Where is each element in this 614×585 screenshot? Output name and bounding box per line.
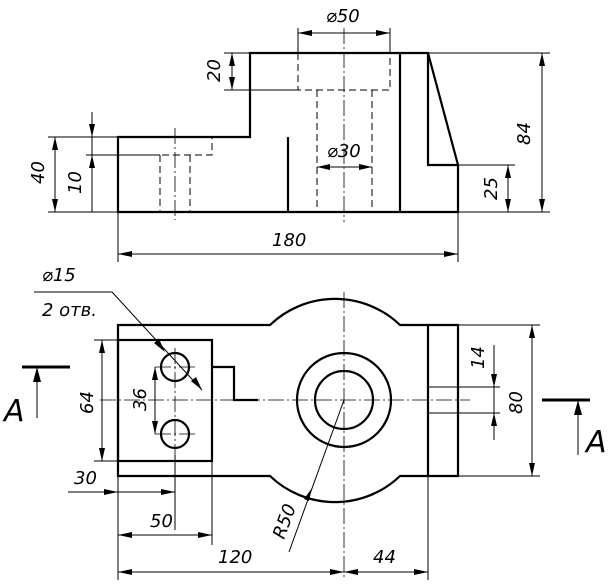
- dim-84: 84: [514, 122, 535, 145]
- dim-r50: R50: [269, 501, 301, 541]
- front-hidden-bore-30: [316, 90, 373, 212]
- front-view: ⌀50 ⌀30 20 40 10 84: [28, 6, 550, 262]
- top-pad: [116, 338, 214, 463]
- dim-hole-dia: ⌀15: [42, 265, 76, 286]
- dim-10: 10: [65, 171, 86, 194]
- section-marker-left: A: [2, 365, 70, 429]
- dim-36: 36: [130, 388, 151, 411]
- dim-14: 14: [468, 346, 489, 369]
- dim-dia-30: ⌀30: [327, 141, 361, 162]
- top-outline: [116, 297, 460, 504]
- front-outline: [116, 51, 460, 214]
- dim-40: 40: [28, 161, 49, 184]
- top-view: ⌀15 2 отв. 64 36 30 50: [34, 265, 540, 580]
- section-label-left: A: [2, 394, 25, 429]
- section-marker-right: A: [542, 398, 607, 460]
- dim-20: 20: [204, 59, 225, 82]
- rib-slot: [428, 386, 458, 414]
- dim-hole-count: 2 отв.: [42, 300, 97, 321]
- dim-80: 80: [506, 391, 527, 414]
- dim-64: 64: [77, 391, 98, 414]
- dim-180: 180: [272, 230, 306, 251]
- dim-25: 25: [481, 177, 502, 200]
- dim-dia-50: ⌀50: [326, 6, 360, 27]
- dim-50: 50: [150, 511, 173, 532]
- dim-120: 120: [218, 547, 252, 568]
- section-label-right: A: [584, 425, 607, 460]
- dim-44: 44: [373, 547, 396, 568]
- section-step-line: [212, 365, 258, 402]
- front-hidden-hole: [118, 137, 213, 212]
- front-rib-profile: [426, 53, 458, 167]
- dim-30: 30: [74, 468, 97, 489]
